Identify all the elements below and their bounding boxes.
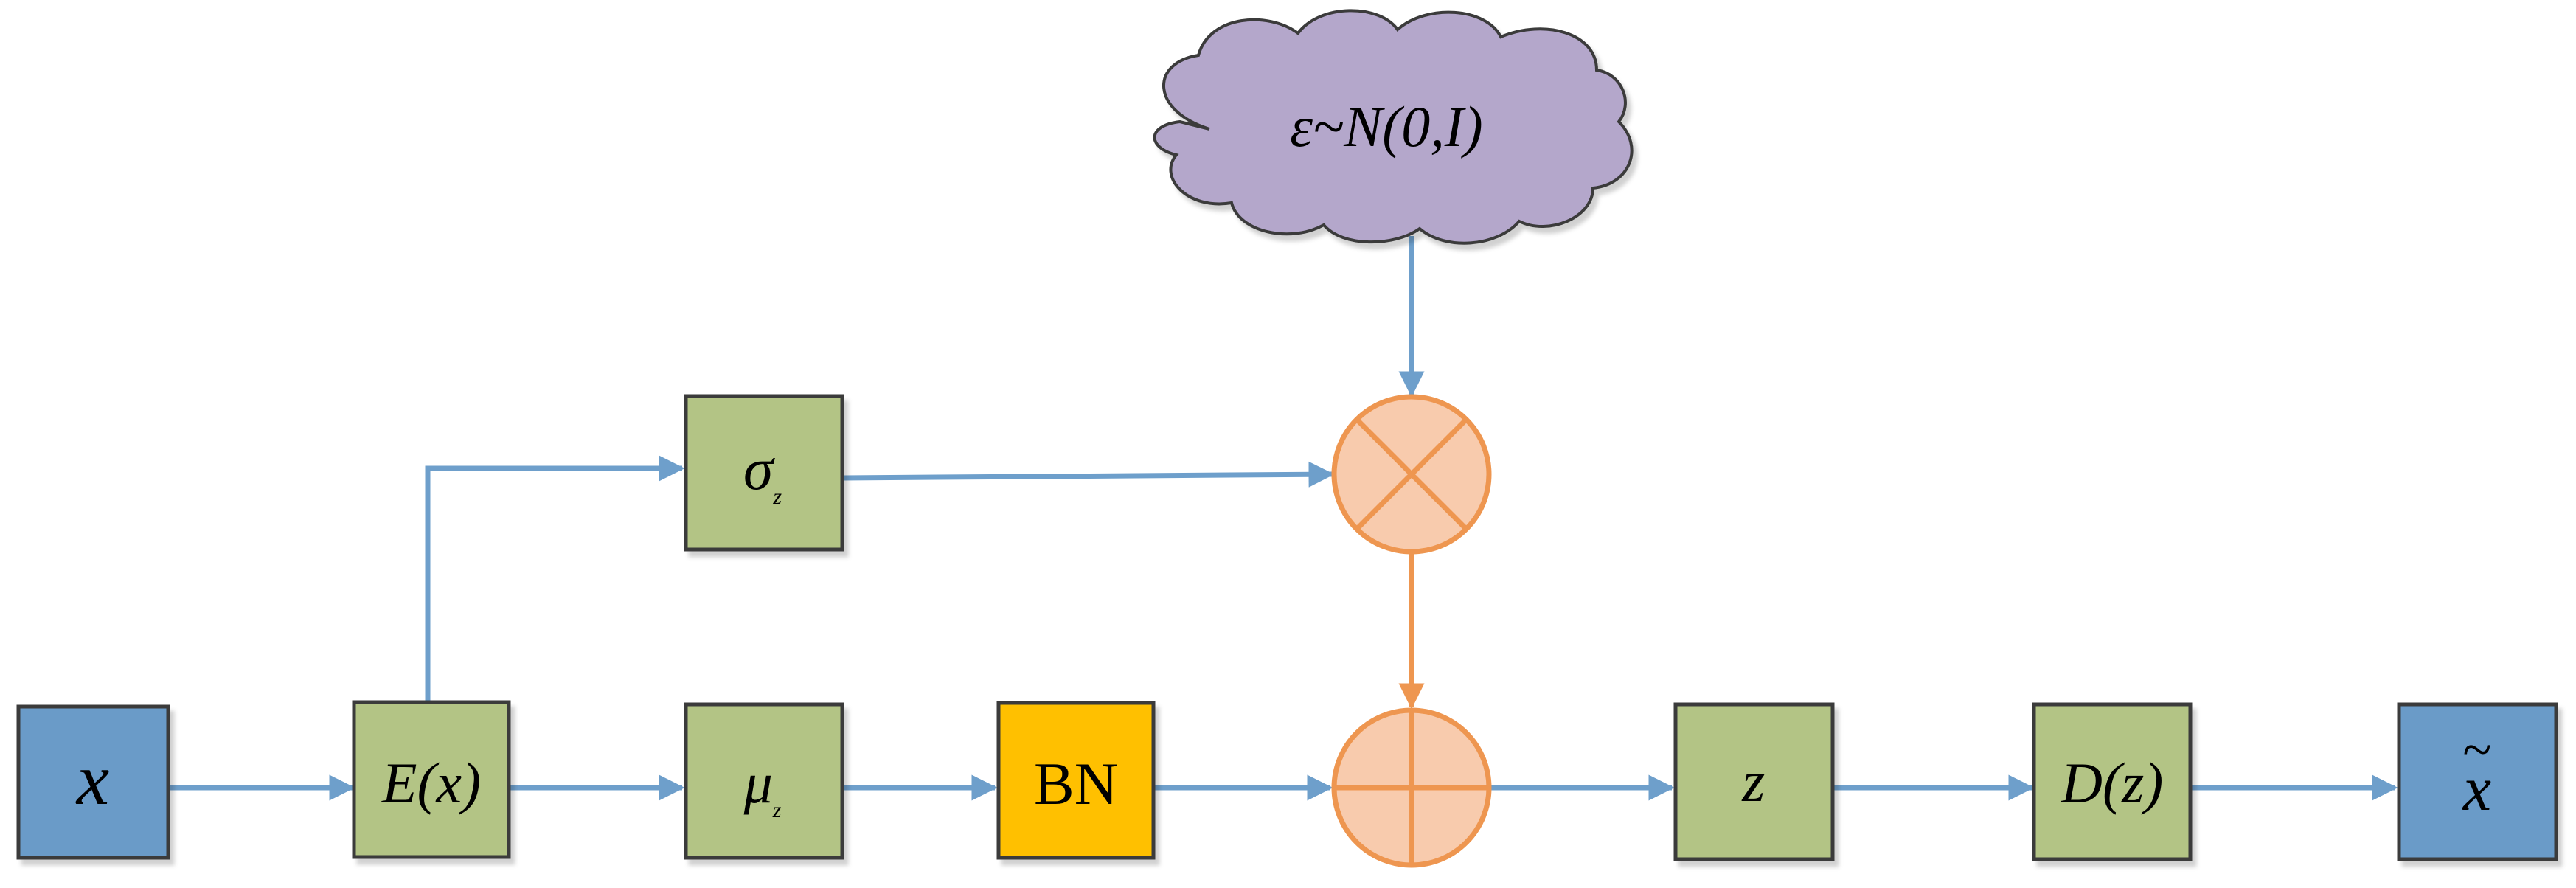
add-node [1331, 707, 1492, 868]
edge-encoder-sigma [425, 455, 685, 704]
mu-label: μz [743, 751, 782, 822]
sigma-subscript: z [772, 485, 782, 509]
edge-sigma-multiply [841, 461, 1335, 488]
multiply-circle-icon [1355, 417, 1468, 531]
box-encoder: E(x) [352, 700, 511, 859]
noise-label: ε~N(0,I) [1290, 94, 1482, 159]
edges [168, 236, 2398, 801]
x-tilde-accent: ~ [2463, 720, 2492, 779]
box-sigma: σz [684, 394, 844, 552]
box-mu: μz [684, 702, 844, 860]
sigma-symbol: σ [743, 435, 776, 502]
noise-cloud [1153, 9, 1634, 245]
decoder-label: D(z) [2061, 751, 2164, 815]
cloud-icon [1153, 9, 1634, 245]
encoder-label: E(x) [381, 751, 481, 815]
z-label: z [1741, 749, 1765, 814]
x-label: x [75, 738, 109, 820]
x-tilde-label: x [2462, 753, 2491, 824]
mu-symbol: μ [743, 751, 773, 815]
add-circle-icon [1334, 710, 1489, 865]
bn-label: BN [1034, 750, 1118, 817]
mu-subscript: z [772, 798, 782, 822]
multiply-node [1331, 394, 1492, 555]
box-x-tilde: ~ x [2397, 702, 2558, 861]
box-bn: BN [996, 701, 1156, 860]
box-z: z [1673, 702, 1835, 861]
sigma-label: σz [743, 435, 782, 509]
box-decoder: D(z) [2032, 702, 2193, 861]
box-x: x [16, 704, 170, 860]
